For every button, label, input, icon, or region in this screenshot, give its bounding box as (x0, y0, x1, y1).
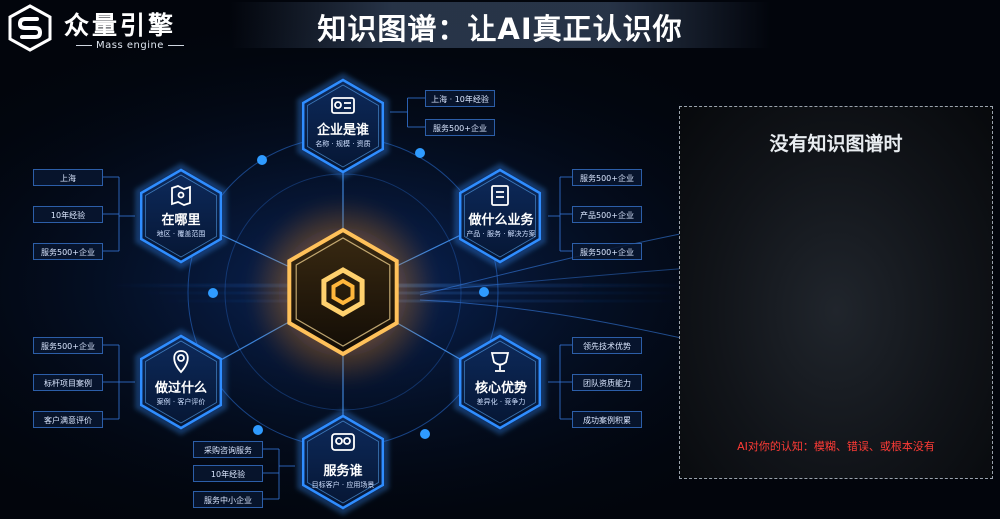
orbit-dot (208, 288, 218, 298)
center-node (248, 197, 438, 387)
tag-bottom-1: 采购咨询服务 (193, 441, 263, 458)
tag-upper-right-2: 产品500+企业 (572, 206, 642, 223)
page-title: 知识图谱：让AI真正认识你 (317, 12, 683, 46)
tag-lower-right-2: 团队资质能力 (572, 374, 642, 391)
tag-bottom-2: 10年经验 (193, 465, 263, 482)
orbit-dot (420, 429, 430, 439)
brand-logo: 众量引擎 Mass engine (6, 4, 206, 56)
connection-dots (208, 148, 489, 439)
tag-top-2: 服务500+企业 (425, 119, 495, 136)
node-upper-left-label: 在哪里 地区 · 覆盖范围 (136, 213, 226, 239)
node-upper-right-label: 做什么业务 产品 · 服务 · 解决方案 (453, 213, 549, 239)
node-title: 在哪里 (161, 213, 201, 228)
tag-bottom-3: 服务中小企业 (193, 491, 263, 508)
trophy-icon (490, 352, 510, 372)
cube-icon (321, 267, 365, 317)
node-bottom-label: 服务谁 目标客户 · 应用场景 (298, 464, 388, 490)
location-pin-icon (173, 350, 189, 374)
orbit-dot (257, 155, 267, 165)
map-icon (171, 185, 191, 206)
node-hex-upper-right (453, 162, 547, 270)
tag-lower-left-1: 服务500+企业 (33, 337, 103, 354)
node-top-label: 企业是谁 名称 · 规模 · 资质 (298, 123, 388, 149)
node-hex-lower-left (134, 328, 228, 436)
tag-lower-right-3: 成功案例积累 (572, 411, 642, 428)
orbit-dot (415, 148, 425, 158)
node-hex-lower-right (453, 328, 547, 436)
node-title: 核心优势 (474, 381, 527, 396)
logo-mark-icon (8, 4, 52, 52)
tag-connector-lines (103, 97, 572, 500)
node-hex-bottom (296, 408, 390, 516)
category-nodes (134, 72, 547, 516)
document-icon (491, 185, 509, 206)
panel-note: AI对你的认知：模糊、错误、或根本没有 (737, 440, 935, 453)
tag-upper-left-3: 服务500+企业 (33, 243, 103, 260)
tag-upper-left-1: 上海 (33, 169, 103, 186)
people-icon (331, 433, 355, 451)
tag-lower-right-1: 领先技术优势 (572, 337, 642, 354)
node-title: 做什么业务 (468, 213, 534, 228)
comparison-panel: 没有知识图谱时 AI对你的认知：模糊、错误、或根本没有 (679, 106, 993, 479)
node-subtitle: 名称 · 规模 · 资质 (315, 140, 371, 148)
node-title: 企业是谁 (316, 123, 369, 138)
node-title: 做过什么 (154, 381, 207, 396)
tag-top-1: 上海 · 10年经验 (425, 90, 495, 107)
title-backdrop (230, 2, 770, 48)
node-subtitle: 差异化 · 竞争力 (476, 398, 526, 406)
node-lower-right-label: 核心优势 差异化 · 竞争力 (453, 381, 549, 407)
tag-upper-left-2: 10年经验 (33, 206, 103, 223)
node-lower-left-label: 做过什么 案例 · 客户评价 (136, 381, 226, 407)
node-subtitle: 案例 · 客户评价 (156, 398, 206, 406)
tag-lower-left-3: 客户满意评价 (33, 411, 103, 428)
panel-title: 没有知识图谱时 (769, 133, 903, 155)
tag-upper-right-3: 服务500+企业 (572, 243, 642, 260)
tag-lower-left-2: 标杆项目案例 (33, 374, 103, 391)
brand-name: 众量引擎 (64, 11, 177, 40)
node-title: 服务谁 (323, 464, 363, 479)
tag-upper-right-1: 服务500+企业 (572, 169, 642, 186)
orbit-dot (253, 425, 263, 435)
brand-subtitle: Mass engine (72, 40, 188, 51)
orbit-dot (479, 287, 489, 297)
node-subtitle: 产品 · 服务 · 解决方案 (466, 230, 536, 238)
node-subtitle: 目标客户 · 应用场景 (311, 481, 375, 489)
node-subtitle: 地区 · 覆盖范围 (156, 230, 206, 238)
id-card-icon (331, 97, 355, 114)
node-hex-upper-left (134, 162, 228, 270)
node-hex-top (296, 72, 390, 180)
